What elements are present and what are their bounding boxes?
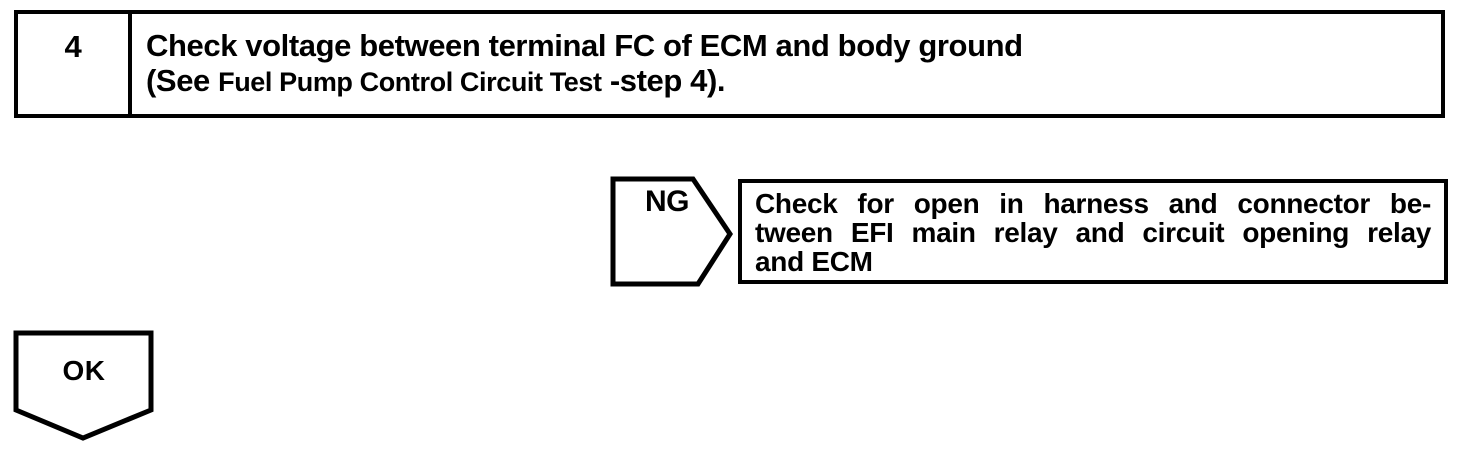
ng-connector-shape bbox=[610, 176, 733, 287]
step-box: 4 Check voltage between terminal FC of E… bbox=[14, 10, 1445, 118]
ng-action-line: tween EFI main relay and circuit opening… bbox=[755, 217, 1431, 248]
step-subtitle-suffix: -step 4). bbox=[609, 63, 726, 98]
step-subtitle-reference: Fuel Pump Control Circuit Test bbox=[218, 67, 602, 97]
ng-action-box: Check for open in harness and connector … bbox=[738, 179, 1448, 284]
step-number-cell: 4 bbox=[18, 14, 132, 114]
step-subtitle-prefix: (See bbox=[146, 63, 210, 98]
ok-connector-shape bbox=[13, 330, 154, 441]
ng-label: NG bbox=[645, 185, 690, 218]
step-instruction: Check voltage between terminal FC of ECM… bbox=[132, 14, 1441, 114]
step-subtitle: (See Fuel Pump Control Circuit Test -ste… bbox=[146, 63, 1425, 100]
ng-action-line: Check for open in harness and connector … bbox=[755, 188, 1431, 219]
ok-label: OK bbox=[62, 355, 106, 386]
step-title: Check voltage between terminal FC of ECM… bbox=[146, 28, 1023, 63]
ng-action-line: and ECM bbox=[755, 246, 873, 277]
step-number: 4 bbox=[64, 29, 82, 64]
